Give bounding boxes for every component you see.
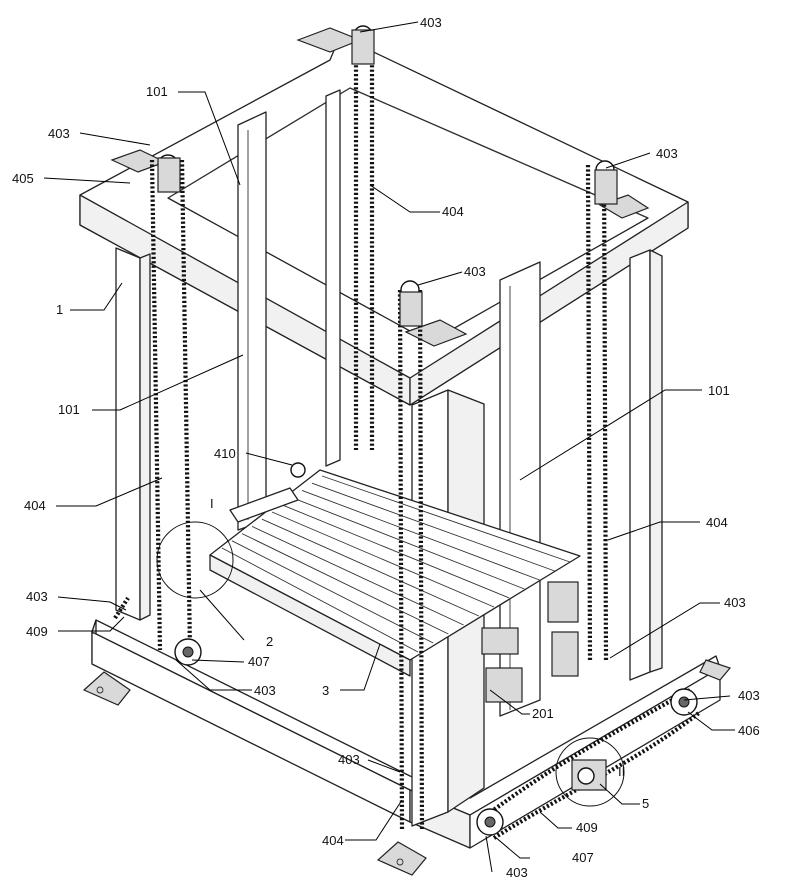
label-403-lbot: 403: [26, 589, 48, 604]
top-frame: [80, 28, 688, 405]
label-403-rbot: 403: [738, 688, 760, 703]
label-1: 1: [56, 302, 63, 317]
label-403-left: 403: [48, 126, 70, 141]
label-404-bot: 404: [322, 833, 344, 848]
label-detail-I: I: [210, 496, 214, 511]
label-407-left: 407: [248, 654, 270, 669]
label-2: 2: [266, 634, 273, 649]
label-101-right: 101: [708, 383, 730, 398]
label-403-center: 403: [464, 264, 486, 279]
label-403-bottom: 403: [506, 865, 528, 880]
label-101-left: 101: [58, 402, 80, 417]
label-403-right: 403: [656, 146, 678, 161]
label-403-lbot2: 403: [254, 683, 276, 698]
label-101-top: 101: [146, 84, 168, 99]
label-3: 3: [322, 683, 329, 698]
label-409-bot: 409: [576, 820, 598, 835]
label-410: 410: [214, 446, 236, 461]
label-406: 406: [738, 723, 760, 738]
label-5: 5: [642, 796, 649, 811]
label-403-top: 403: [420, 15, 442, 30]
label-detail-II: II: [618, 764, 625, 779]
label-403-cbot: 403: [338, 752, 360, 767]
label-404-left: 404: [24, 498, 46, 513]
label-404-right: 404: [706, 515, 728, 530]
label-403-rmid: 403: [724, 595, 746, 610]
label-405: 405: [12, 171, 34, 186]
label-201: 201: [532, 706, 554, 721]
label-404-mid: 404: [442, 204, 464, 219]
label-407-bot: 407: [572, 850, 594, 865]
label-409-left: 409: [26, 624, 48, 639]
